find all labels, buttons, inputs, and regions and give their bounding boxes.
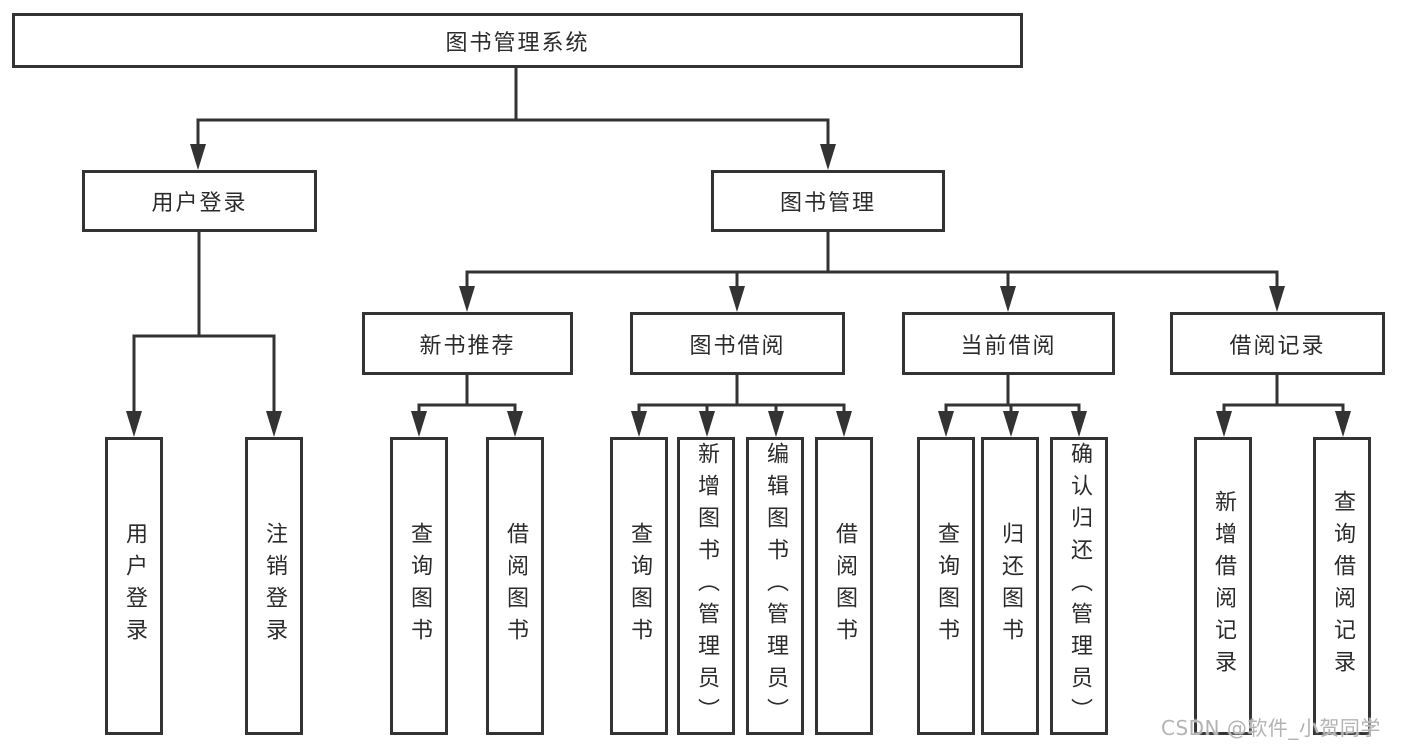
- node-label: 用户登录: [122, 522, 147, 650]
- leaf-add-borrow-record: 新增借阅记录: [1194, 437, 1252, 735]
- connector-userlogin-to-leaves: [126, 232, 282, 437]
- node-label: 编辑图书（管理员）: [763, 442, 788, 730]
- node-book-management-module: 图书管理: [711, 170, 945, 232]
- leaf-query-books-1: 查询图书: [390, 437, 448, 735]
- node-label: 借阅记录: [1229, 333, 1326, 359]
- node-book-borrowing: 图书借阅: [630, 312, 845, 375]
- leaf-edit-books-admin: 编辑图书（管理员）: [746, 437, 804, 735]
- node-label: 图书借阅: [689, 333, 786, 359]
- leaf-return-books: 归还图书: [981, 437, 1039, 735]
- leaf-borrow-books-1: 借阅图书: [486, 437, 544, 735]
- node-label: 用户登录: [151, 191, 248, 216]
- node-label: 查询图书: [407, 522, 432, 650]
- node-label: 新增图书（管理员）: [694, 442, 719, 730]
- leaf-user-login: 用户登录: [105, 437, 163, 735]
- node-label: 查询图书: [934, 522, 959, 650]
- node-new-book-recommend: 新书推荐: [362, 312, 573, 375]
- leaf-query-books-2: 查询图书: [610, 437, 668, 735]
- node-label: 新增借阅记录: [1211, 490, 1236, 682]
- node-label: 新书推荐: [419, 333, 516, 359]
- connector-records-to-leaves: [1216, 375, 1351, 437]
- node-label: 归还图书: [998, 522, 1023, 650]
- connector-current-to-leaves: [938, 375, 1087, 437]
- node-label: 图书管理系统: [445, 30, 590, 56]
- node-label: 当前借阅: [960, 333, 1057, 359]
- node-label: 注销登录: [262, 522, 287, 650]
- leaf-logout: 注销登录: [245, 437, 303, 735]
- leaf-confirm-return-admin: 确认归还（管理员）: [1050, 437, 1108, 735]
- node-borrowing-records: 借阅记录: [1170, 312, 1385, 375]
- csdn-watermark: CSDN @软件_小贺同学: [1161, 716, 1381, 740]
- node-user-login-module: 用户登录: [82, 170, 317, 232]
- leaf-add-books-admin: 新增图书（管理员）: [677, 437, 735, 735]
- node-library-management-system: 图书管理系统: [12, 13, 1023, 68]
- node-label: 查询图书: [627, 522, 652, 650]
- connector-root-to-level2: [190, 68, 836, 170]
- node-label: 借阅图书: [503, 522, 528, 650]
- node-label: 确认归还（管理员）: [1067, 442, 1092, 730]
- node-label: 借阅图书: [832, 522, 857, 650]
- connector-borrow-to-leaves: [631, 375, 852, 437]
- leaf-query-books-3: 查询图书: [917, 437, 975, 735]
- node-current-borrowing: 当前借阅: [902, 312, 1115, 375]
- leaf-query-borrow-record: 查询借阅记录: [1313, 437, 1371, 735]
- connector-newbooks-to-leaves: [411, 375, 523, 437]
- leaf-borrow-books-2: 借阅图书: [815, 437, 873, 735]
- node-label: 查询借阅记录: [1330, 490, 1355, 682]
- node-label: 图书管理: [779, 191, 876, 216]
- connector-bookmgmt-to-level3: [459, 232, 1285, 312]
